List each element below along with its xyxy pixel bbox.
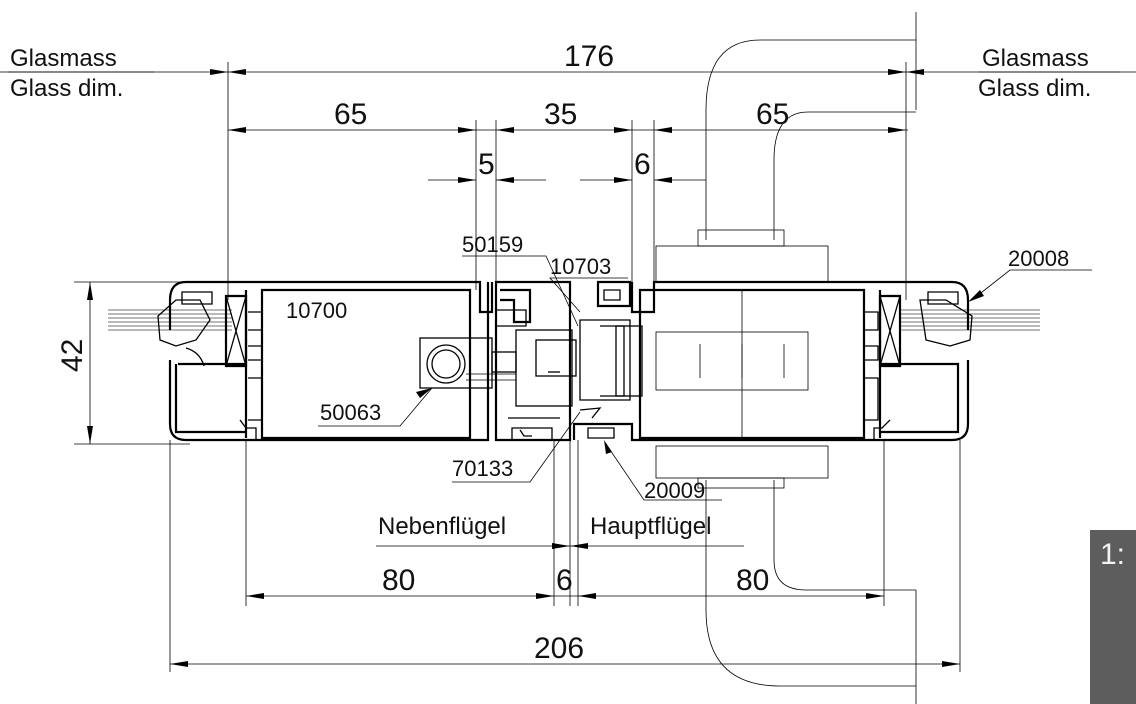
part-20009: 20009	[644, 478, 705, 503]
part-10703: 10703	[550, 254, 611, 279]
dimension-arrows	[87, 69, 984, 667]
glasmass-right-label: Glasmass	[982, 45, 1089, 72]
glassdim-right-label: Glass dim.	[978, 75, 1091, 102]
right-main-sash-profile	[572, 280, 973, 442]
dim-gap-right: 6	[634, 148, 651, 181]
part-10700: 10700	[286, 298, 347, 323]
center-clamp-profile	[494, 280, 577, 442]
glasmass-left-label: Glasmass	[10, 45, 117, 72]
dim-middle: 35	[544, 98, 577, 131]
dimension-lines	[0, 62, 1136, 672]
glass-pane-right	[900, 309, 1040, 331]
dim-sash-right: 80	[736, 564, 769, 597]
part-70133: 70133	[452, 456, 513, 481]
neben-label: Nebenflügel	[378, 513, 506, 540]
handle-spindle	[419, 337, 517, 389]
haupt-label: Hauptflügel	[590, 513, 711, 540]
dim-sash-gap: 6	[556, 564, 573, 597]
part-50159: 50159	[462, 232, 523, 257]
left-sash-profile	[157, 280, 494, 442]
dim-right-glass: 65	[756, 98, 789, 131]
part-20008: 20008	[1008, 246, 1069, 271]
dim-sash-left: 80	[382, 564, 415, 597]
glassdim-left-label: Glass dim.	[10, 75, 123, 102]
scale-tab: 1:	[1090, 530, 1136, 704]
dim-total-glass: 176	[564, 40, 614, 73]
part-leaders	[318, 255, 1092, 501]
part-50063: 50063	[320, 400, 381, 425]
scale-tab-text: 1:	[1100, 538, 1126, 571]
dim-gap-left: 5	[478, 148, 495, 181]
door-handle-outline	[655, 12, 917, 704]
dim-total-frame: 206	[534, 632, 584, 665]
dim-left-glass: 65	[334, 98, 367, 131]
dim-height: 42	[56, 339, 89, 372]
